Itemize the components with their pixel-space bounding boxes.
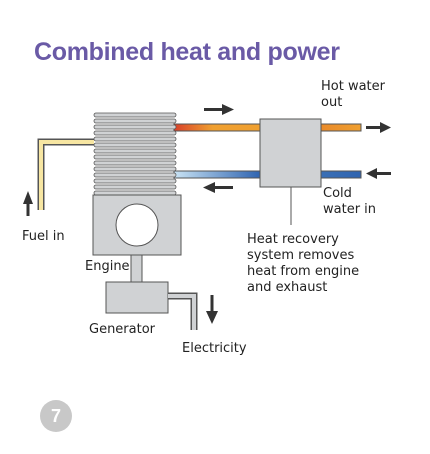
cooling-fin: [93, 118, 177, 124]
cold-water-in-label: Cold water in: [323, 186, 377, 217]
flow-arrow-icon: [23, 104, 391, 324]
cooling-fin: [93, 178, 177, 184]
cooling-fin: [93, 190, 177, 196]
hot-pipe: [173, 123, 261, 132]
hot-water-out-label: Hot water out: [321, 79, 385, 110]
cooling-fin: [93, 112, 177, 118]
fuel-in-label: Fuel in: [22, 229, 65, 244]
cooling-fin: [93, 130, 177, 136]
cooling-fin: [93, 166, 177, 172]
electricity-down-arrow-icon: [206, 311, 218, 324]
cooling-fin: [93, 184, 177, 190]
heat-recovery-label: Heat recovery system removes heat from e…: [247, 232, 360, 295]
hot-water-out-arrow-icon: [380, 122, 391, 133]
heat-recovery-unit: [259, 118, 322, 188]
page-number-badge: 7: [40, 400, 72, 432]
cooling-fin: [93, 154, 177, 160]
cooling-fin: [93, 136, 177, 142]
cooling-fin: [93, 172, 177, 178]
engine-label: Engine: [85, 259, 130, 274]
electricity-label: Electricity: [182, 341, 247, 356]
cold-water-in-arrow-icon: [366, 168, 377, 179]
cooling-fins: [93, 112, 177, 196]
drive-shaft: [130, 254, 143, 283]
return-flow-arrow-icon: [203, 182, 215, 193]
fuel-pipe: [37, 138, 94, 210]
fuel-up-arrow-icon: [23, 191, 33, 204]
cooling-fin: [93, 148, 177, 154]
cooling-fin: [93, 160, 177, 166]
return-pipe: [173, 170, 261, 179]
electricity-cable: [168, 292, 198, 330]
cold-water-in-pipe: [320, 170, 362, 179]
hot-flow-arrow-icon: [222, 104, 234, 115]
cooling-fin: [93, 124, 177, 130]
generator-block: [105, 281, 169, 314]
page-title: Combined heat and power: [34, 38, 340, 66]
engine-flywheel: [115, 203, 159, 247]
cooling-fin: [93, 142, 177, 148]
generator-label: Generator: [89, 322, 156, 337]
hot-water-out-pipe: [320, 123, 362, 132]
